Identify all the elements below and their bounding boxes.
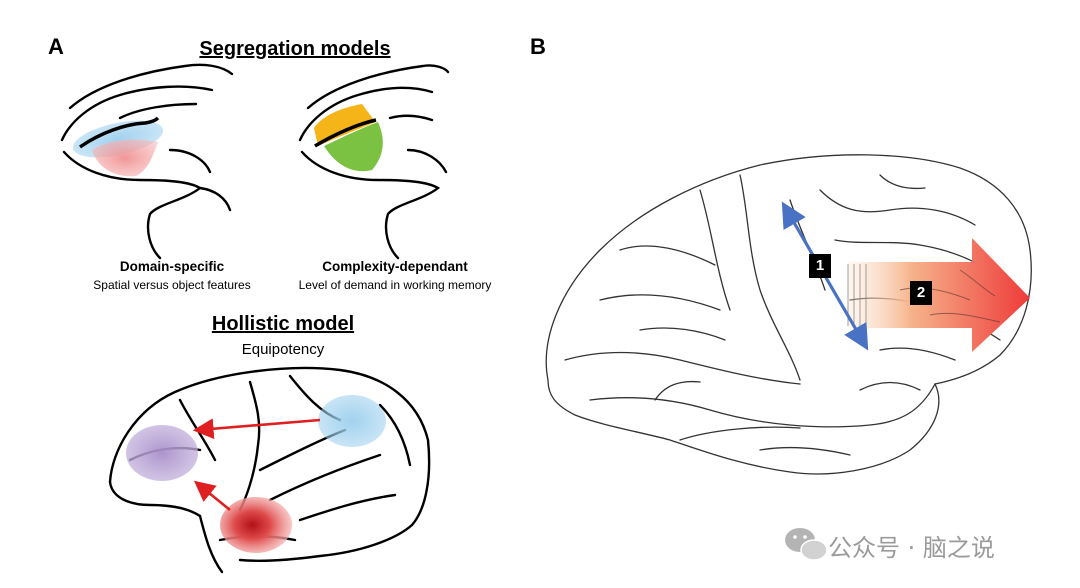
watermark-text: 公众号 · 脑之说 xyxy=(828,534,995,562)
panel-b-letter: B xyxy=(530,34,546,59)
holistic-blue-region xyxy=(318,395,386,447)
holistic-model-subtitle: Equipotency xyxy=(241,341,325,358)
holistic-arrow-red-to-purple xyxy=(193,480,231,512)
segregation-models-title: Segregation models xyxy=(199,38,391,60)
holistic-model-title: Hollistic model xyxy=(211,313,355,335)
domain-specific-subtitle: Spatial versus object features xyxy=(93,278,251,292)
label-box-1: 1 xyxy=(809,254,831,278)
domain-specific-title: Domain-specific xyxy=(119,259,225,274)
holistic-purple-region xyxy=(126,425,198,481)
complexity-green-region xyxy=(324,122,383,172)
domain-specific-brain xyxy=(60,63,234,260)
panel-a-letter: A xyxy=(48,34,64,59)
holistic-red-region xyxy=(220,497,292,553)
complexity-orange-region xyxy=(314,104,376,146)
wechat-icon xyxy=(785,528,828,561)
holistic-arrow-blue-to-purple xyxy=(192,418,321,440)
complexity-dependant-title: Complexity-dependant xyxy=(322,259,468,274)
domain-red-region xyxy=(92,139,158,177)
watermark: 公众号 · 脑之说 xyxy=(780,528,995,563)
label-box-2: 2 xyxy=(910,281,932,305)
complexity-dependant-brain xyxy=(298,64,450,260)
panel-b-rostral-arrow xyxy=(848,238,1030,352)
complexity-dependant-subtitle: Level of demand in working memory xyxy=(298,278,492,292)
